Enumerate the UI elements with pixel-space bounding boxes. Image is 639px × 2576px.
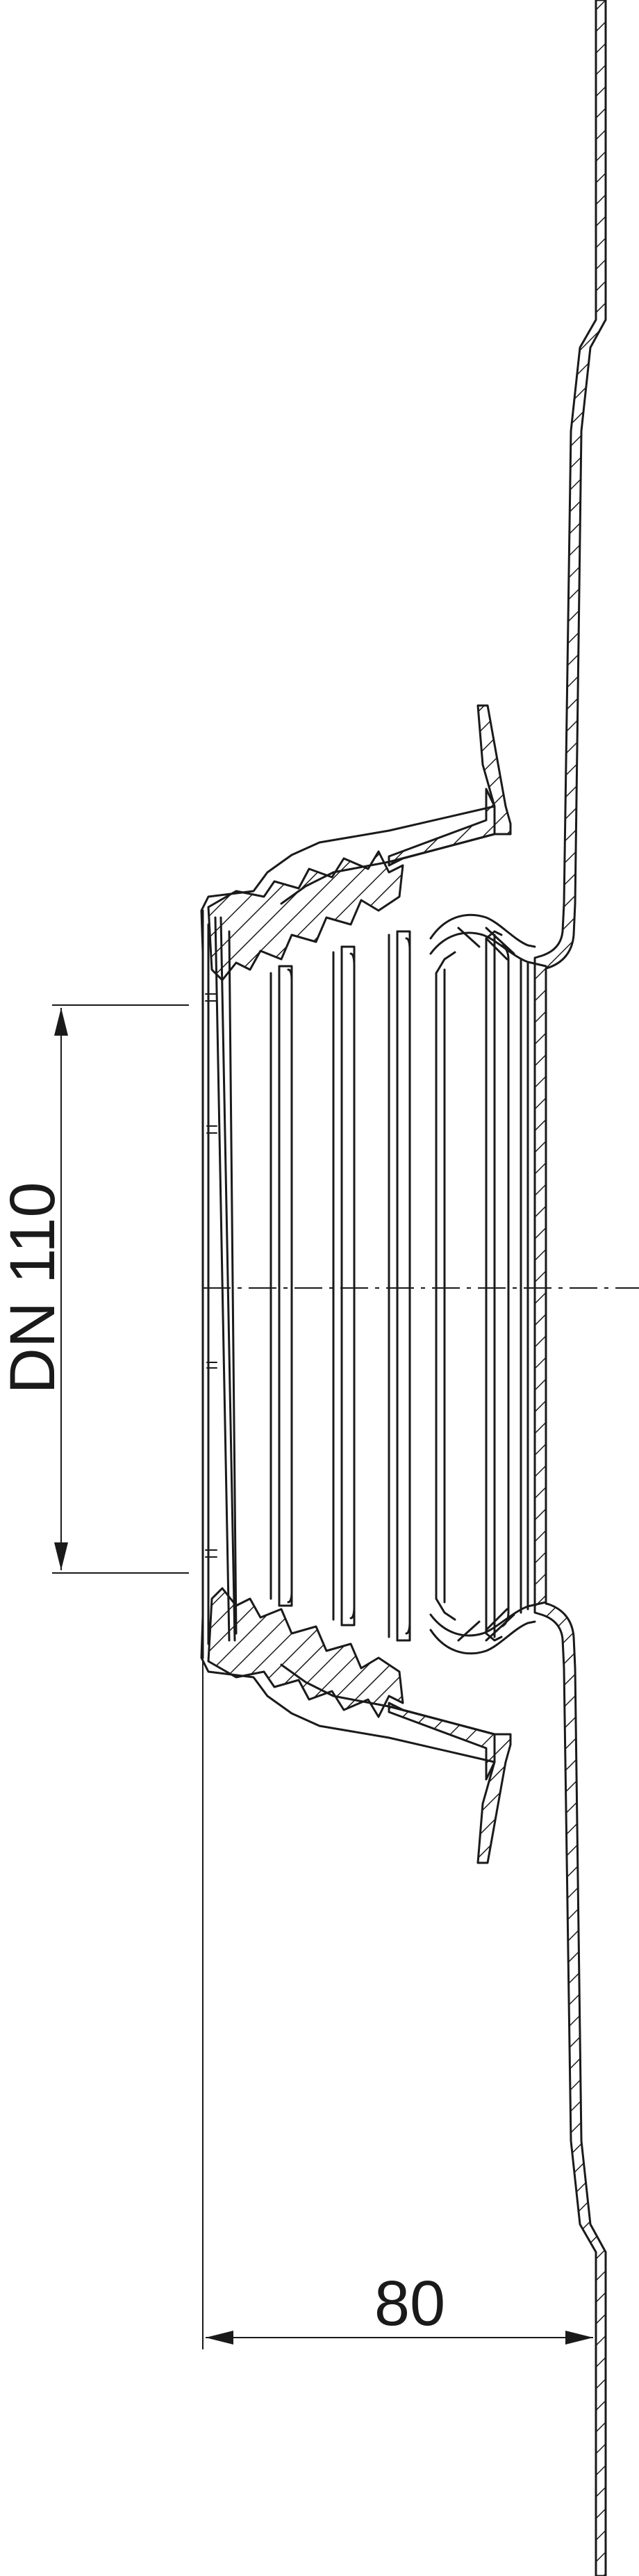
rib-collars-bottom — [278, 1590, 503, 1642]
upper-housing — [200, 805, 496, 981]
lower-housing — [200, 1587, 496, 1763]
dim-label-80: 80 — [374, 2268, 445, 2339]
lower-flange — [388, 1702, 512, 1864]
lower-sleeve-bend — [429, 1601, 547, 1655]
pipe-ribs — [269, 930, 529, 1642]
dim-pipe-diameter — [52, 1004, 189, 1574]
rib-collars-top — [278, 930, 503, 981]
wall-membrane — [533, 0, 607, 2576]
dim-label-dn110: DN 110 — [0, 1182, 68, 1394]
dim-depth — [202, 1647, 593, 2349]
upper-sleeve-bend — [429, 913, 547, 968]
inner-cone-left — [201, 909, 238, 1659]
upper-flange — [388, 704, 512, 867]
inner-wall-marks — [205, 993, 217, 1558]
